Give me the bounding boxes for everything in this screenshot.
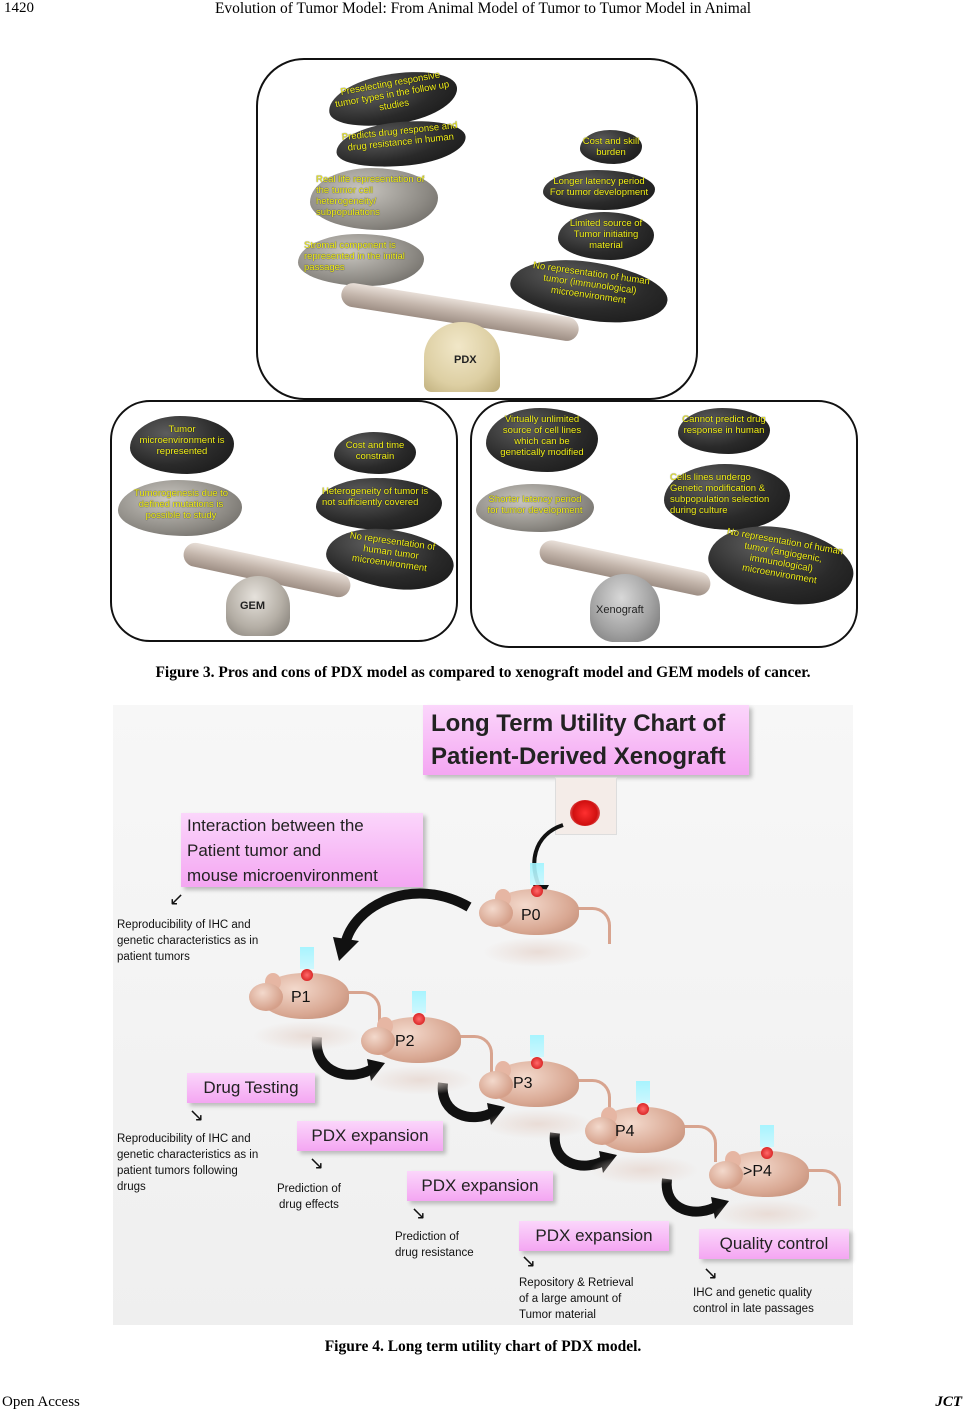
note-reproducibility-2: Reproducibility of IHC and genetic chara… [117,1133,259,1193]
passage-label-p2: P2 [395,1033,415,1050]
pdx-expansion-box-3: PDX expansion [519,1221,669,1251]
tumor-icon [761,1147,773,1159]
gem-pro-stone-1: Tumor microenvironment is represented [130,416,234,474]
gem-con-2: Heterogeneity of tumor is not sufficient… [322,486,429,508]
arrow-icon: ↘ [411,1203,427,1224]
pdx-pro-stone-3: Real life representation of the tumor ce… [310,168,438,230]
arrow-icon: ↘ [309,1153,325,1174]
xeno-fulcrum: Xenograft [590,574,660,642]
tumor-icon [301,969,313,981]
page-number: 1420 [4,0,34,16]
xeno-pro-1: Virtually unlimited source of cell lines… [500,414,584,458]
footer-journal: JCT [935,1394,962,1410]
interaction-line-1: Interaction between the [187,816,364,835]
patient-tumor-image [555,777,617,835]
title-line-2: Patient-Derived Xenograft [431,743,726,770]
quality-control-box: Quality control [699,1229,849,1259]
figure-4-title: Long Term Utility Chart of Patient-Deriv… [423,705,749,775]
note-reproducibility-1: Reproducibility of IHC and genetic chara… [117,919,259,963]
xeno-pro-2: Shorter latency period for tumor develop… [487,494,583,516]
mouse-p2: P2 [361,991,493,1099]
gem-pro-stone-2: Tumorogenesis due to defined mutations i… [118,480,242,536]
passage-label-p0: P0 [521,907,541,924]
pdx-fulcrum-label: PDX [454,354,477,366]
pdx-con-3: Limited source of Tumor initiating mater… [569,218,643,251]
pdx-con-2: Longer latency period For tumor developm… [549,176,649,198]
xenograft-panel: Virtually unlimited source of cell lines… [470,400,858,648]
title-line-1: Long Term Utility Chart of [431,710,726,737]
interaction-line-2: Patient tumor and [187,841,322,860]
figure-4: Long Term Utility Chart of Patient-Deriv… [113,705,853,1325]
passage-label-p4-plus: >P4 [743,1163,772,1180]
figure-3-caption: Figure 3. Pros and cons of PDX model as … [155,664,811,681]
arrow-icon: ↘ [703,1263,719,1284]
passage-label-p4: P4 [615,1123,635,1140]
note-repository: Repository & Retrieval of a large amount… [519,1277,634,1321]
pdx-con-stone-1: Cost and skill burden [580,130,642,164]
pdx-expansion-box-1: PDX expansion [297,1121,443,1151]
gem-panel: Tumor microenvironment is represented Tu… [110,400,458,642]
passage-label-p3: P3 [513,1075,533,1092]
pdx-pro-3: Real life representation of the tumor ce… [316,174,425,218]
gem-fulcrum: GEM [226,576,290,636]
pdx-pro-4: Stromal component is represented in the … [304,240,405,273]
arrow-icon: ↘ [521,1251,537,1272]
pdx-con-1: Cost and skill burden [582,136,640,158]
tumor-icon [531,1057,543,1069]
mouse-p1: P1 [249,947,381,1055]
gem-fulcrum-label: GEM [240,600,266,612]
xeno-con-3: No representation of human tumor (angiog… [726,526,845,587]
mouse-p3: P3 [479,1035,611,1143]
gem-con-stone-2: Heterogeneity of tumor is not sufficient… [316,478,442,530]
pdx-panel: Preselecting responsive tumor types in t… [256,58,698,400]
note-prediction-effects: Prediction of drug effects [277,1183,341,1211]
xeno-con-1: Cannot predict drug response in human [682,414,766,436]
note-prediction-resistance: Prediction of drug resistance [395,1231,474,1259]
gem-con-stone-1: Cost and time constrain [334,432,416,474]
figure-4-caption: Figure 4. Long term utility chart of PDX… [324,1338,642,1355]
pdx-expansion-box-2: PDX expansion [407,1171,553,1201]
mouse-p4-plus: >P4 [709,1125,841,1233]
gem-pro-1: Tumor microenvironment is represented [139,424,225,457]
tumor-icon [413,1013,425,1025]
footer-open-access: Open Access [2,1394,80,1410]
tumor-icon [531,885,543,897]
gem-con-3: No representation of human tumor microen… [349,530,436,575]
curved-arrow-icon [661,1178,722,1217]
xeno-con-2: Cells lines undergo Genetic modification… [670,472,770,516]
pdx-con-stone-2: Longer latency period For tumor developm… [543,170,655,210]
gem-con-1: Cost and time constrain [345,440,405,462]
note-ihc-quality: IHC and genetic quality control in late … [693,1287,814,1315]
pdx-pro-1: Preselecting responsive tumor types in t… [334,69,451,114]
mouse-p0: P0 [479,863,611,971]
interaction-box: Interaction between the Patient tumor an… [181,813,423,887]
gem-pro-2: Tumorogenesis due to defined mutations i… [133,488,229,521]
interaction-line-3: mouse microenvironment [187,866,378,885]
xeno-pro-stone-1: Virtually unlimited source of cell lines… [486,408,598,472]
curved-arrow-icon [340,888,472,947]
arrow-icon: ↘ [189,1105,205,1126]
xeno-pro-stone-2: Shorter latency period for tumor develop… [476,484,594,532]
pdx-pro-stone-4: Stromal component is represented in the … [298,234,424,286]
running-head: Evolution of Tumor Model: From Animal Mo… [214,0,752,17]
mouse-p4: P4 [585,1081,717,1189]
xeno-con-stone-1: Cannot predict drug response in human [678,408,770,454]
arrow-icon: ↙ [169,889,185,910]
xeno-con-stone-3: No representation of human tumor (angiog… [702,515,856,615]
drug-testing-box: Drug Testing [187,1073,315,1103]
tumor-icon [637,1103,649,1115]
pdx-con-4: No representation of human tumor (immuno… [532,260,651,307]
xeno-con-stone-2: Cells lines undergo Genetic modification… [664,464,790,530]
arrow-head-icon [333,937,359,961]
passage-label-p1: P1 [291,989,311,1006]
xeno-fulcrum-label: Xenograft [596,604,644,616]
pdx-con-stone-3: Limited source of Tumor initiating mater… [558,212,654,260]
pdx-fulcrum: PDX [424,322,500,392]
